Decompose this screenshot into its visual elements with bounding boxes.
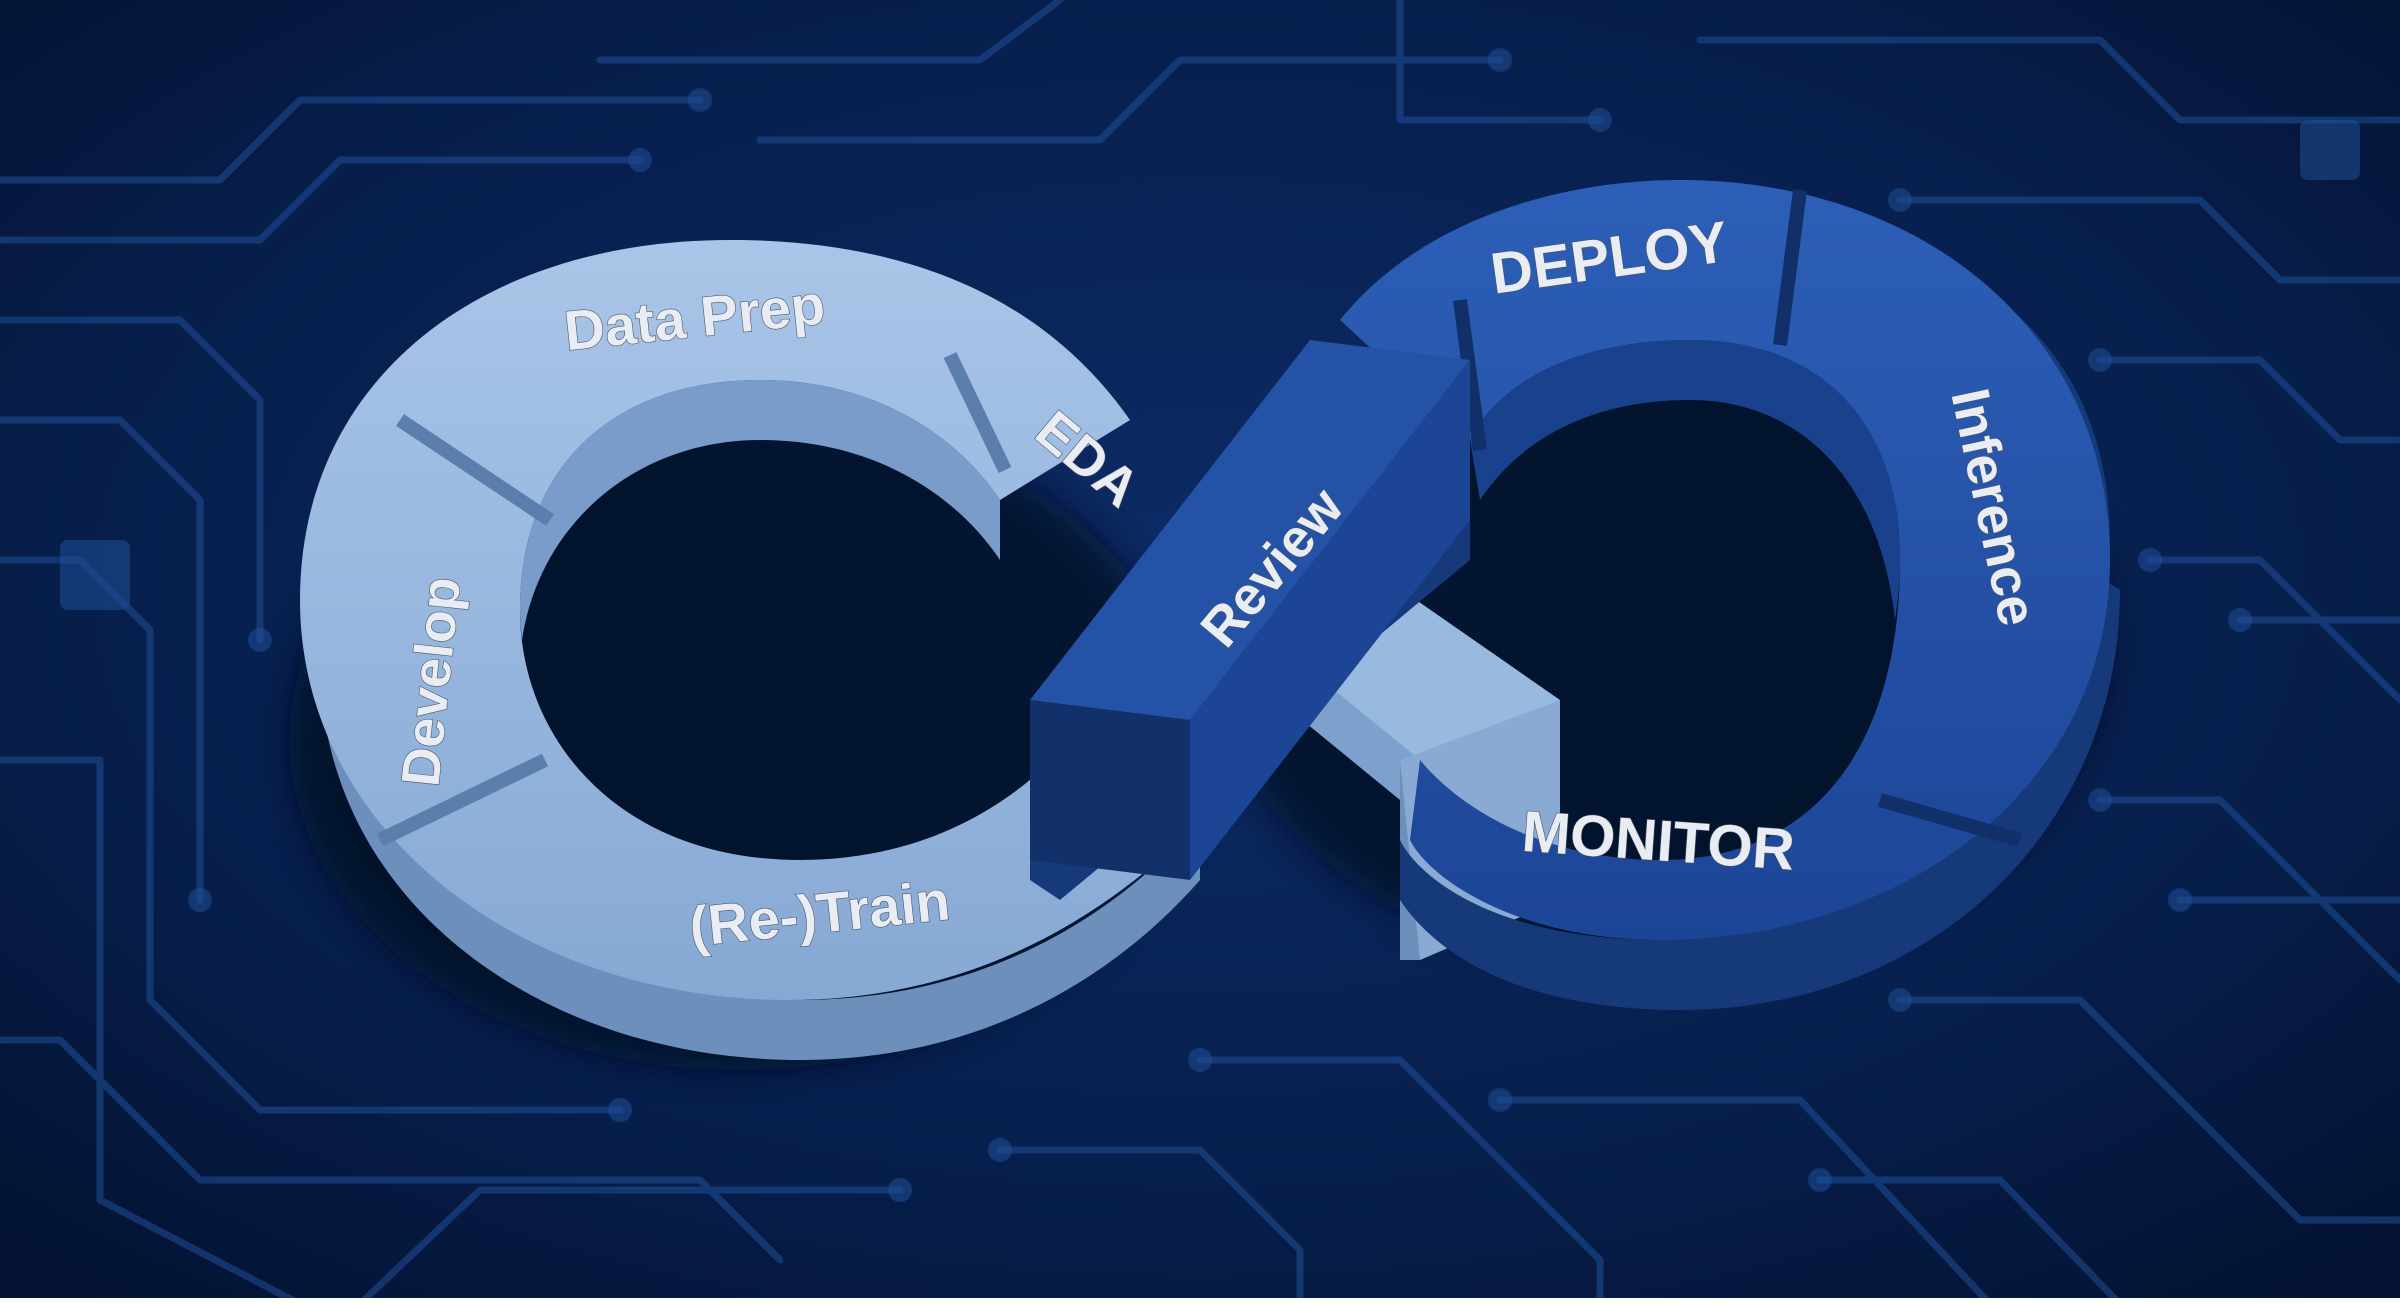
right-loop-top bbox=[1340, 180, 2110, 940]
left-loop bbox=[300, 240, 1220, 1060]
separator-inference-monitor bbox=[1878, 793, 2022, 847]
left-loop-inner-wall bbox=[520, 380, 1000, 640]
circuit-pads bbox=[60, 48, 2360, 1202]
bottom-edge-strip bbox=[0, 1298, 2400, 1304]
separator-deploy-inference bbox=[1773, 189, 1807, 346]
review-crossing-band bbox=[1030, 340, 1470, 900]
separator-develop-retrain bbox=[376, 753, 549, 847]
separator-dataprep-develop bbox=[396, 414, 554, 526]
right-loop-inner-wall bbox=[1470, 340, 1900, 620]
separator-dataprep-eda bbox=[943, 351, 1012, 474]
